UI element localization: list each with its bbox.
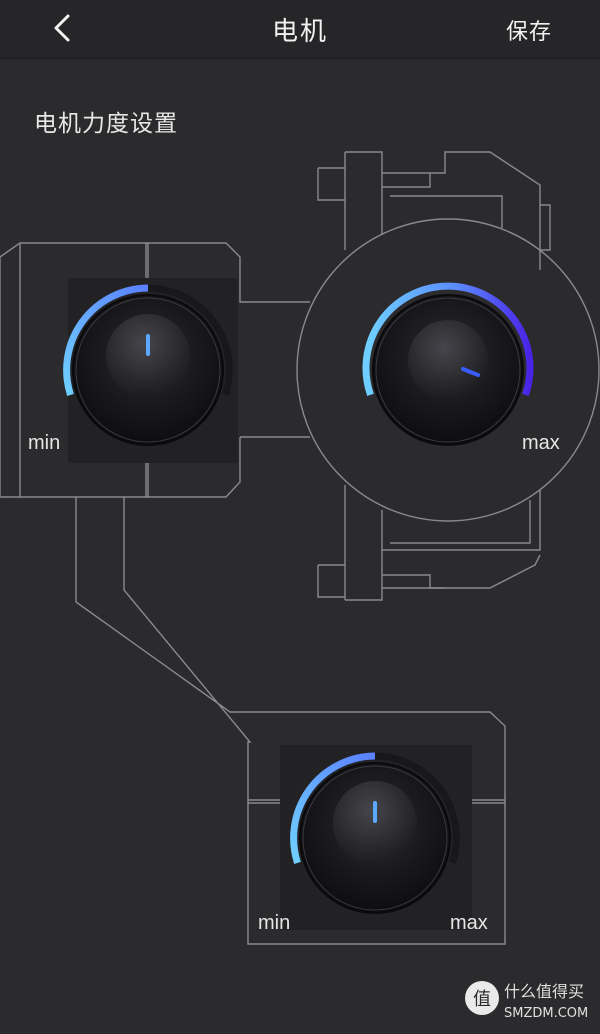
- watermark-line2: SMZDM.COM: [504, 1006, 588, 1021]
- knob-bottom-value-arc: [290, 752, 376, 864]
- knob-bottom-min-label: min: [258, 912, 291, 934]
- knob-left-value-arc: [63, 284, 149, 396]
- knob-right-value-arc: [362, 282, 534, 397]
- watermark-badge: 值: [473, 989, 491, 1010]
- motor-knob-right[interactable]: [362, 282, 534, 446]
- chevron-left-icon: [54, 14, 70, 42]
- motor-knob-left[interactable]: [63, 278, 238, 463]
- watermark: 值 什么值得买 SMZDM.COM: [462, 972, 592, 1028]
- navigation-bar: 电机 保存: [0, 0, 600, 59]
- page-title: 电机: [271, 17, 328, 47]
- knob-bottom-max-label: max: [450, 912, 488, 934]
- motor-knob-bottom[interactable]: [280, 745, 472, 930]
- save-button[interactable]: 保存: [505, 20, 552, 45]
- knob-right-indicator: [461, 367, 480, 377]
- section-title: 电机力度设置: [34, 111, 178, 137]
- back-button[interactable]: [42, 8, 86, 48]
- watermark-badge-icon: [465, 981, 499, 1015]
- knob-right-max-label: max: [522, 432, 560, 454]
- knob-left-min-label: min: [28, 432, 61, 454]
- watermark-line1: 什么值得买: [504, 982, 584, 1001]
